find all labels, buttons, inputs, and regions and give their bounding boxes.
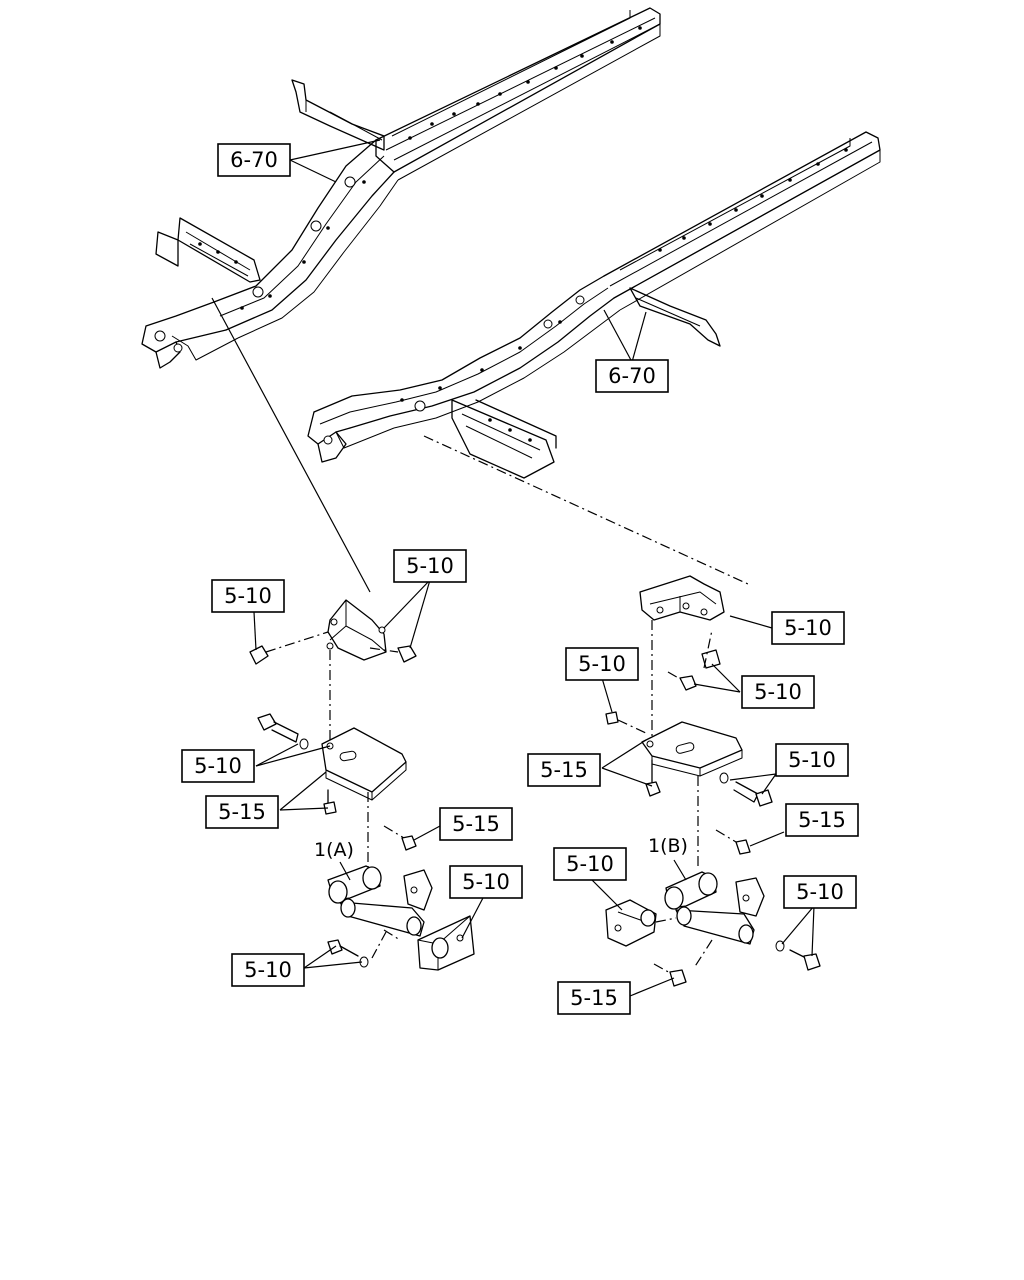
right-frame-rail — [307, 131, 881, 479]
callout-5-10-h: 5-10 — [741, 675, 815, 709]
callout-5-10-c: 5-10 — [181, 749, 255, 783]
callout-text: 5-10 — [784, 616, 832, 640]
leader-lines — [253, 139, 815, 997]
callout-text: 5-15 — [452, 812, 500, 836]
left-lower-bracket — [417, 915, 475, 971]
left-hanger-bracket — [326, 599, 387, 661]
callout-5-10-d: 5-10 — [449, 865, 523, 899]
callout-text: 5-10 — [462, 870, 510, 894]
left-short-bolt — [323, 789, 337, 815]
callout-5-10-g: 5-10 — [565, 647, 639, 681]
callout-text: 5-10 — [194, 754, 242, 778]
callout-text: 5-15 — [218, 800, 266, 824]
callout-5-15-d: 5-15 — [785, 803, 859, 837]
callout-text: 6-70 — [608, 364, 656, 388]
right-shackle-bolt-upper — [715, 829, 751, 855]
callout-text: 5-10 — [754, 680, 802, 704]
callout-text: 5-10 — [566, 852, 614, 876]
left-shackle-bolt-upper — [383, 825, 417, 851]
connection-lines — [211, 297, 749, 870]
callout-5-10-e: 5-10 — [231, 953, 305, 987]
callout-text: 5-10 — [788, 748, 836, 772]
left-lower-bolt-washer — [327, 931, 387, 968]
callout-text: 5-10 — [224, 584, 272, 608]
callout-text: 5-15 — [540, 758, 588, 782]
callout-text: 5-15 — [798, 808, 846, 832]
callout-text: 5-10 — [406, 554, 454, 578]
left-long-bolt — [257, 713, 309, 750]
right-lower-bolt-washer — [775, 940, 821, 971]
callout-5-15-b: 5-15 — [439, 807, 513, 841]
callout-6-70-b: 6-70 — [595, 359, 669, 393]
part-label-1b: 1(B) — [648, 835, 688, 857]
callout-6-70-a: 6-70 — [217, 143, 291, 177]
callout-text: 5-10 — [796, 880, 844, 904]
callout-text: 5-10 — [578, 652, 626, 676]
left-bolt-upper — [249, 631, 329, 665]
left-bolt-bracket — [369, 645, 417, 663]
right-bolt-nut — [667, 629, 721, 691]
part-label-1a: 1(A) — [314, 839, 354, 861]
callout-5-15-e: 5-15 — [557, 981, 631, 1015]
callout-5-10-a: 5-10 — [211, 579, 285, 613]
callout-5-15-c: 5-15 — [527, 753, 601, 787]
callout-5-10-b: 5-10 — [393, 549, 467, 583]
left-shackle-assembly — [327, 865, 433, 941]
right-plate — [641, 721, 743, 777]
callout-5-10-k: 5-10 — [783, 875, 857, 909]
callout-text: 5-10 — [244, 958, 292, 982]
callout-5-10-i: 5-10 — [775, 743, 849, 777]
right-long-bolt-washer — [719, 772, 773, 807]
right-side-bracket — [605, 899, 677, 947]
callout-5-10-j: 5-10 — [553, 847, 627, 881]
right-shackle-assembly — [664, 871, 765, 969]
right-lower-bolt — [653, 963, 687, 987]
callout-text: 6-70 — [230, 148, 278, 172]
callout-text: 5-15 — [570, 986, 618, 1010]
right-hanger-bracket — [639, 575, 725, 621]
left-frame-rail — [141, 7, 661, 369]
callout-5-15-a: 5-15 — [205, 795, 279, 829]
left-plate — [321, 727, 407, 801]
callout-5-10-f: 5-10 — [771, 611, 845, 645]
right-small-nut — [605, 711, 649, 735]
